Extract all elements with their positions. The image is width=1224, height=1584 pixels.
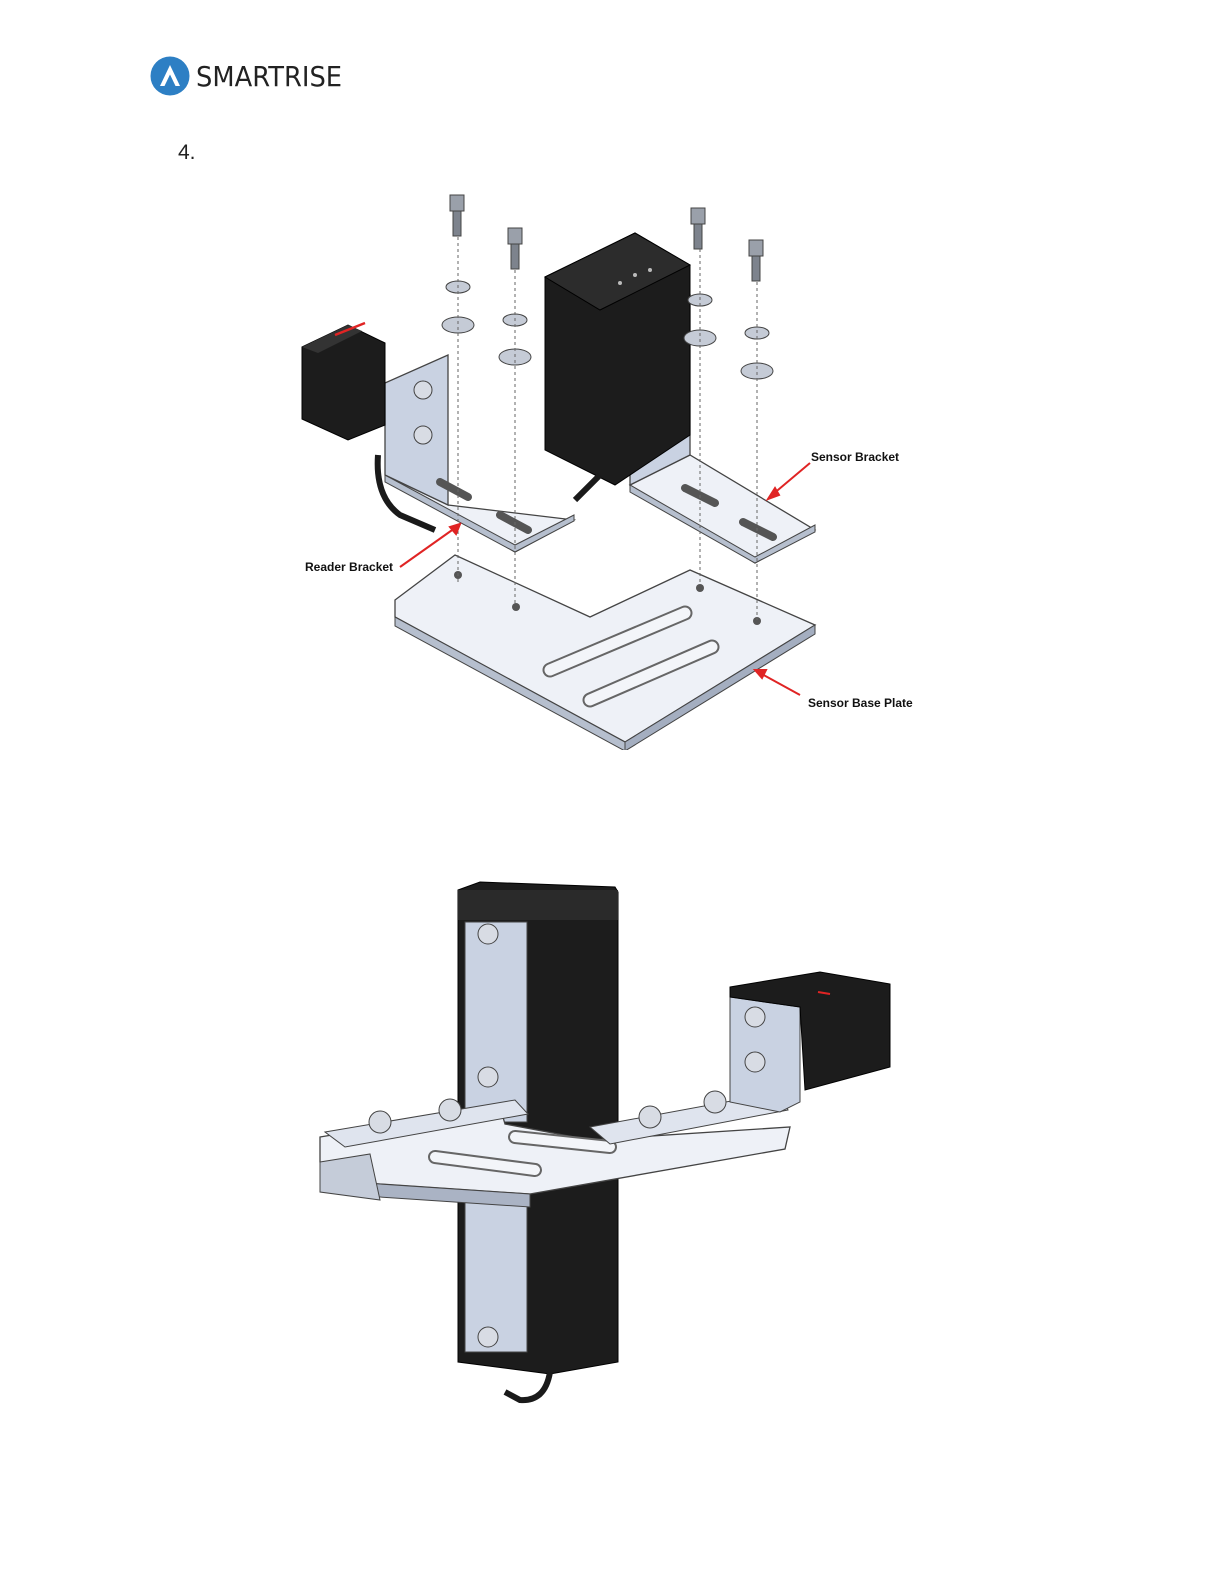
- smartrise-a-logo-icon: [150, 56, 190, 96]
- screw-icon: [749, 240, 763, 281]
- sensor-base-plate: [395, 555, 815, 750]
- callout-reader-bracket: Reader Bracket: [305, 560, 393, 574]
- exploded-assembly-figure: [290, 185, 930, 750]
- screw-icon: [508, 228, 522, 269]
- callout-sensor-base-plate: Sensor Base Plate: [808, 696, 913, 710]
- hex-bolt-icon: [369, 1111, 391, 1133]
- callout-sensor-bracket: Sensor Bracket: [811, 450, 899, 464]
- screw-icon: [450, 195, 464, 236]
- flat-washer-icon: [442, 317, 474, 333]
- hex-bolt-icon: [439, 1099, 461, 1121]
- flat-washer-icon: [684, 330, 716, 346]
- flat-washer-icon: [741, 363, 773, 379]
- hex-bolt-icon: [639, 1106, 661, 1128]
- screw-icon: [691, 208, 705, 249]
- brand-name: SMARTRISE: [196, 60, 342, 93]
- reader-bracket: [590, 997, 800, 1144]
- step-number: 4.: [178, 141, 196, 165]
- hex-bolt-icon: [745, 1007, 765, 1027]
- brand-logo: SMARTRISE: [150, 56, 360, 100]
- hex-bolt-icon: [745, 1052, 765, 1072]
- assembled-view-figure: [310, 862, 910, 1412]
- hex-bolt-icon: [704, 1091, 726, 1113]
